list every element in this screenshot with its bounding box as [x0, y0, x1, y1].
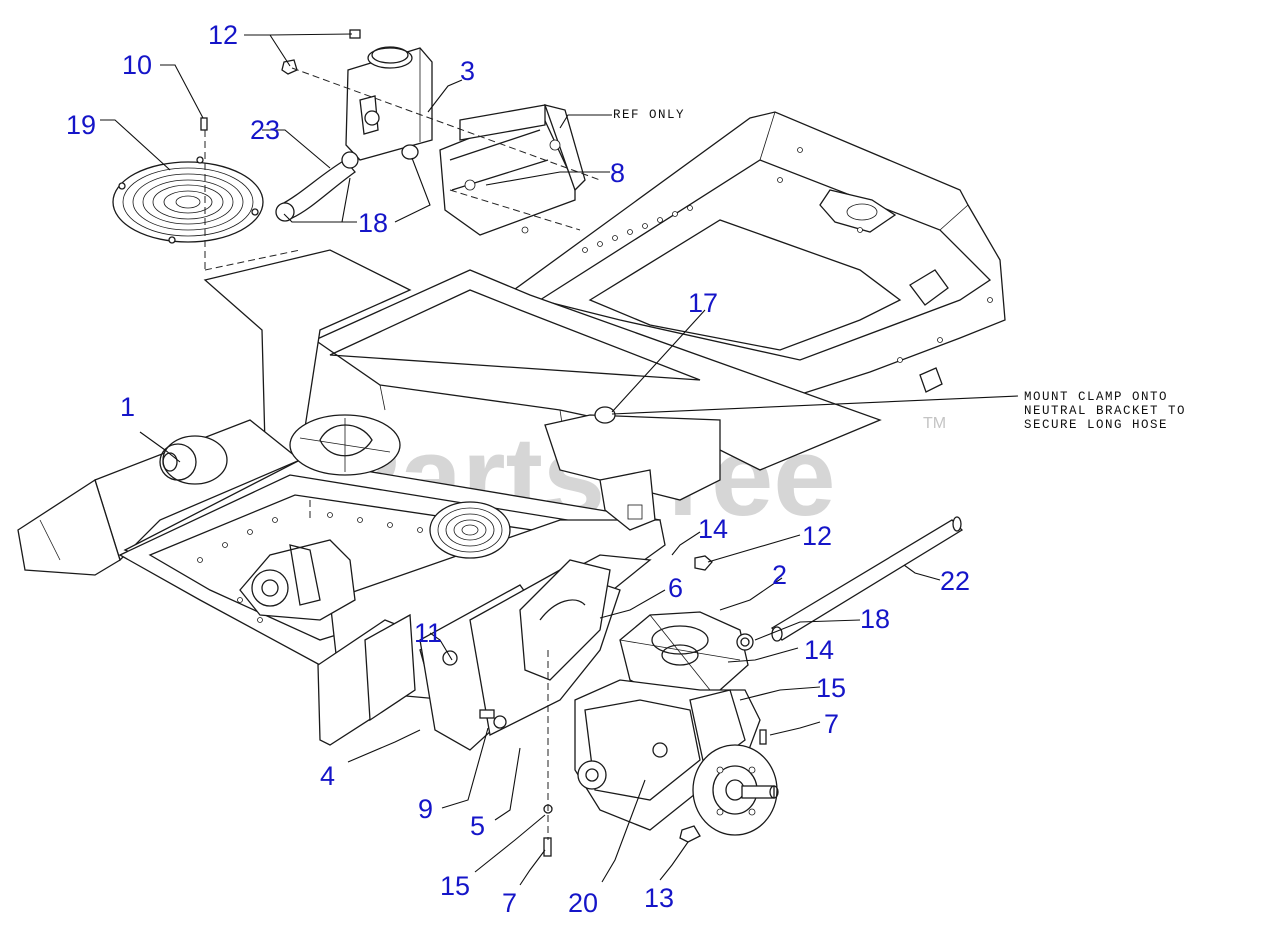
clamp-lower — [736, 633, 754, 651]
assembly-lines — [204, 67, 601, 840]
fan-guard — [112, 156, 264, 244]
frame-fans — [289, 414, 511, 559]
rear-rail-holes — [582, 147, 993, 363]
callout-11[interactable]: 11 — [414, 618, 442, 648]
callout-17[interactable]: 17 — [688, 288, 718, 318]
callout-2[interactable]: 2 — [772, 560, 787, 590]
callout-20[interactable]: 20 — [568, 888, 598, 918]
note-mount-line-2: NEUTRAL BRACKET TO — [1024, 404, 1186, 418]
callout-6[interactable]: 6 — [668, 573, 683, 603]
note-mount-line-3: SECURE LONG HOSE — [1024, 418, 1168, 432]
callout-15-lower[interactable]: 15 — [440, 871, 470, 901]
callout-14-lower[interactable]: 14 — [804, 635, 834, 665]
callout-12-lower[interactable]: 12 — [802, 521, 832, 551]
callout-12-top[interactable]: 12 — [208, 20, 238, 50]
watermark-trademark: TM — [923, 415, 946, 432]
callout-3[interactable]: 3 — [460, 56, 475, 86]
callout-7-lower[interactable]: 7 — [502, 888, 517, 918]
callout-18-lower[interactable]: 18 — [860, 604, 890, 634]
reservoir-bracket — [439, 104, 586, 236]
left-transaxle — [239, 539, 356, 621]
nut-12-lower — [694, 555, 713, 571]
callout-23[interactable]: 23 — [250, 115, 280, 145]
screw-10 — [200, 117, 208, 131]
callout-4[interactable]: 4 — [320, 761, 335, 791]
callout-14-upper[interactable]: 14 — [698, 514, 728, 544]
reservoir-tank — [345, 46, 433, 161]
right-transaxle — [574, 679, 779, 843]
callout-10[interactable]: 10 — [122, 50, 152, 80]
callout-8[interactable]: 8 — [610, 158, 625, 188]
short-hose — [275, 144, 419, 222]
callout-9[interactable]: 9 — [418, 794, 433, 824]
leader-lines — [100, 33, 1019, 886]
notes: REF ONLY MOUNT CLAMP ONTO NEUTRAL BRACKE… — [613, 108, 1186, 432]
note-ref-only: REF ONLY — [613, 108, 685, 122]
callout-19[interactable]: 19 — [66, 110, 96, 140]
mower-frame — [17, 111, 1006, 721]
callout-5[interactable]: 5 — [470, 811, 485, 841]
callout-1[interactable]: 1 — [120, 392, 135, 422]
right-cooling-fan — [619, 611, 749, 701]
callout-15-upper[interactable]: 15 — [816, 673, 846, 703]
note-mount-line-1: MOUNT CLAMP ONTO — [1024, 390, 1168, 404]
right-plate-assembly — [317, 559, 621, 751]
callout-13[interactable]: 13 — [644, 883, 674, 913]
left-wheel-motor — [159, 435, 228, 485]
callout-22[interactable]: 22 — [940, 566, 970, 596]
callout-7-right[interactable]: 7 — [824, 709, 839, 739]
callout-labels: 12 10 19 23 3 8 18 17 1 14 12 2 6 22 18 … — [66, 20, 970, 918]
nut-12-upper — [281, 59, 298, 75]
callout-18-top[interactable]: 18 — [358, 208, 388, 238]
deck-holes — [197, 512, 423, 623]
clamp-17 — [594, 406, 616, 424]
